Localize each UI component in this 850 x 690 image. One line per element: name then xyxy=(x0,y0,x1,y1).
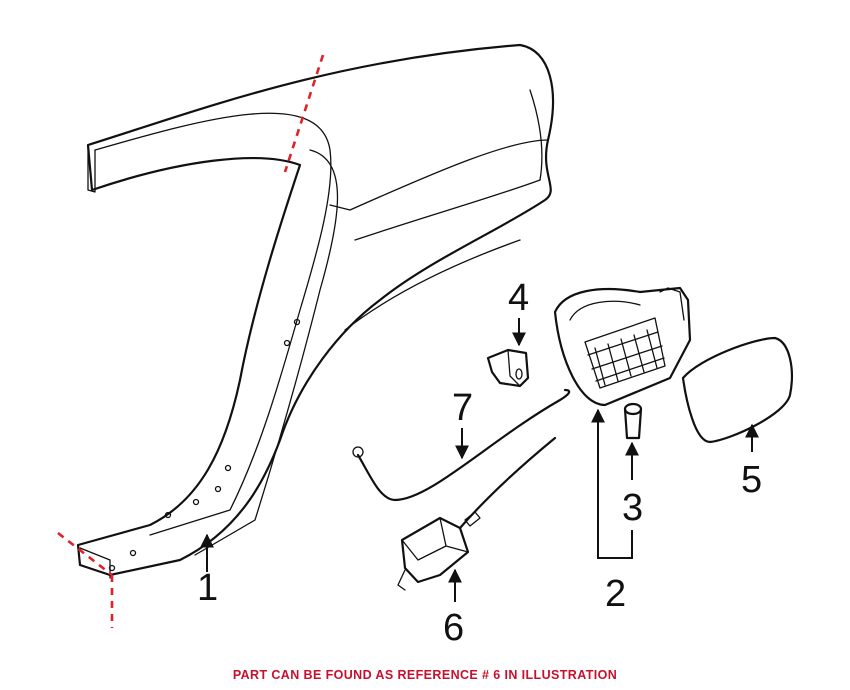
part-2-drawing xyxy=(553,286,692,407)
reference-caption: PART CAN BE FOUND AS REFERENCE # 6 IN IL… xyxy=(232,668,618,682)
quarter-panel-drawing xyxy=(76,43,555,579)
callout-7: 7 xyxy=(452,387,473,429)
part-3-drawing xyxy=(623,402,643,440)
cut-line-upper xyxy=(283,54,325,173)
part-7-drawing xyxy=(352,388,571,502)
part-6-drawing xyxy=(397,436,557,591)
callout-2: 2 xyxy=(605,573,626,615)
callout-3: 3 xyxy=(622,487,643,529)
callout-6: 6 xyxy=(443,607,464,649)
callout-4: 4 xyxy=(508,277,529,319)
part-4-drawing xyxy=(486,348,530,388)
part-5-drawing xyxy=(681,336,793,444)
cut-line-lower-diagonal xyxy=(57,531,113,577)
callout-5: 5 xyxy=(741,459,762,501)
callout-1: 1 xyxy=(197,567,218,609)
